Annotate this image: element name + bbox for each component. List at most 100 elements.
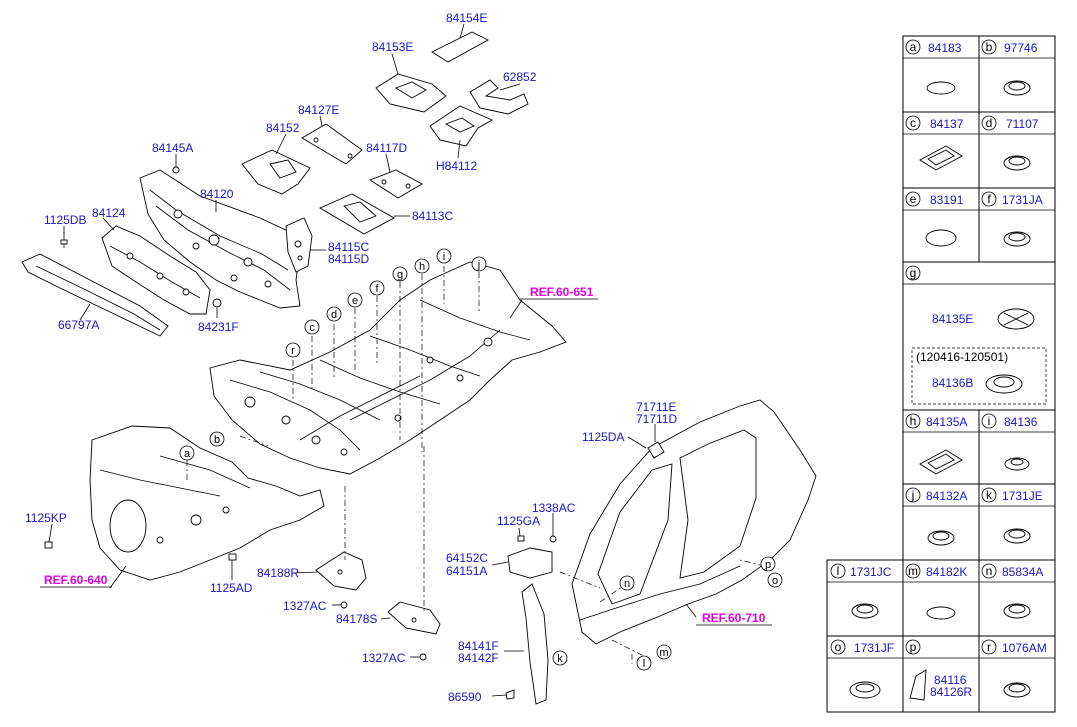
ref-60-710[interactable]: REF.60-710	[702, 611, 766, 625]
pad-62852[interactable]	[469, 79, 529, 115]
svg-text:84136B: 84136B	[932, 376, 973, 390]
legend-cell-n: n 85834A	[981, 563, 1043, 619]
nut-1338AC[interactable]	[549, 535, 557, 543]
svg-text:1731JC: 1731JC	[850, 565, 892, 579]
bolt-1125GA[interactable]	[517, 535, 525, 542]
callout-f: f	[369, 280, 385, 296]
floor-panel[interactable]	[209, 261, 567, 475]
label-62852: 62852	[503, 70, 537, 84]
svg-text:m: m	[908, 564, 918, 578]
callout-c: c	[304, 319, 320, 335]
pad-84152[interactable]	[241, 149, 311, 195]
pad-84127E[interactable]	[301, 123, 363, 165]
pillar-84141F[interactable]	[521, 583, 549, 705]
callout-r: r	[285, 342, 301, 358]
plug-84231F[interactable]	[212, 298, 222, 308]
pad-84154E[interactable]	[431, 31, 489, 63]
svg-text:k: k	[557, 653, 563, 665]
label-84178S: 84178S	[336, 612, 377, 626]
front-structure[interactable]	[89, 425, 325, 581]
svg-text:84136: 84136	[1004, 415, 1038, 429]
svg-text:p: p	[910, 640, 917, 654]
callout-d: d	[326, 306, 342, 322]
svg-text:97746: 97746	[1004, 41, 1038, 55]
nut-1327AC-b[interactable]	[419, 653, 427, 661]
svg-text:p: p	[765, 559, 771, 571]
legend-cell-m: m 84182K	[905, 563, 967, 620]
ref-60-651[interactable]: REF.60-651	[530, 285, 594, 299]
svg-text:h: h	[419, 261, 425, 273]
callout-a: a	[179, 445, 195, 461]
cowl-cross-66797A[interactable]	[21, 253, 169, 337]
legend-cell-l: l 1731JC	[830, 563, 892, 619]
label-84141F: 84141F	[458, 639, 499, 653]
svg-text:k: k	[986, 488, 993, 502]
label-66797A: 66797A	[58, 318, 99, 332]
legend-cell-c: c 84137	[905, 115, 964, 171]
callout-i: i	[436, 248, 452, 264]
legend-cell-o: o 1731JF	[830, 639, 894, 699]
svg-text:84182K: 84182K	[926, 565, 967, 579]
svg-text:84137: 84137	[930, 117, 964, 131]
bracket-84188R[interactable]	[315, 551, 367, 591]
svg-text:d: d	[331, 309, 337, 321]
callout-b: b	[209, 431, 225, 447]
label-84188R: 84188R	[257, 566, 299, 580]
svg-text:j: j	[477, 259, 480, 271]
label-84115D: 84115D	[328, 252, 369, 266]
callout-g: g	[392, 266, 408, 282]
legend-cell-k: k 1731JE	[981, 487, 1043, 544]
legend-cell-i: i 84136	[981, 413, 1038, 471]
pad-84153E[interactable]	[375, 73, 447, 113]
pad-84117D[interactable]	[369, 169, 423, 199]
ref-60-640[interactable]: REF.60-640	[44, 573, 108, 587]
callout-p: p	[760, 556, 776, 572]
dash-panel-84120[interactable]	[139, 169, 301, 309]
callout-o: o	[767, 572, 783, 588]
svg-text:1731JE: 1731JE	[1002, 489, 1043, 503]
legend-cell-h: h 84135A	[905, 413, 967, 475]
bolt-1125DB[interactable]	[60, 232, 68, 248]
label-86590: 86590	[448, 690, 482, 704]
svg-text:1731JF: 1731JF	[854, 641, 894, 655]
svg-text:o: o	[772, 575, 778, 587]
svg-text:84135A: 84135A	[926, 415, 967, 429]
label-84127E: 84127E	[298, 103, 339, 117]
clip-86590[interactable]	[505, 689, 515, 700]
dash-pad-84124[interactable]	[101, 225, 211, 315]
svg-text:n: n	[624, 578, 630, 590]
nut-1327AC-a[interactable]	[340, 601, 348, 609]
side-bracket-84115[interactable]	[285, 217, 313, 273]
label-71711D: 71711D	[636, 412, 677, 426]
svg-text:l: l	[643, 658, 645, 670]
label-1125DB: 1125DB	[44, 213, 86, 227]
clip-71711[interactable]	[647, 441, 665, 459]
label-84120: 84120	[200, 187, 234, 201]
svg-text:1076AM: 1076AM	[1002, 641, 1047, 655]
svg-text:c: c	[910, 116, 916, 130]
svg-text:(120416-120501): (120416-120501)	[916, 350, 1008, 364]
callout-n: n	[619, 575, 635, 591]
bolt-1125KP[interactable]	[44, 541, 53, 549]
pad-H84112[interactable]	[429, 105, 494, 147]
svg-text:f: f	[375, 283, 379, 295]
bracket-84178S[interactable]	[387, 601, 441, 635]
bracket-64152C[interactable]	[507, 547, 553, 579]
svg-text:i: i	[988, 414, 991, 428]
label-84117D: 84117D	[366, 141, 407, 155]
label-84115C: 84115C	[328, 240, 369, 254]
label-84142F: 84142F	[458, 651, 499, 665]
legend-cell-d: d 71107	[981, 115, 1039, 171]
pad-84113C[interactable]	[319, 193, 395, 235]
svg-text:83191: 83191	[930, 193, 964, 207]
legend-cell-r: r 1076AM	[981, 639, 1047, 698]
svg-text:h: h	[910, 414, 917, 428]
svg-text:71107: 71107	[1006, 117, 1039, 131]
callout-h: h	[414, 258, 430, 274]
bolt-1125AD[interactable]	[228, 553, 237, 561]
svg-text:85834A: 85834A	[1002, 565, 1043, 579]
label-84145A: 84145A	[152, 141, 193, 155]
plug-84145A[interactable]	[172, 166, 180, 174]
